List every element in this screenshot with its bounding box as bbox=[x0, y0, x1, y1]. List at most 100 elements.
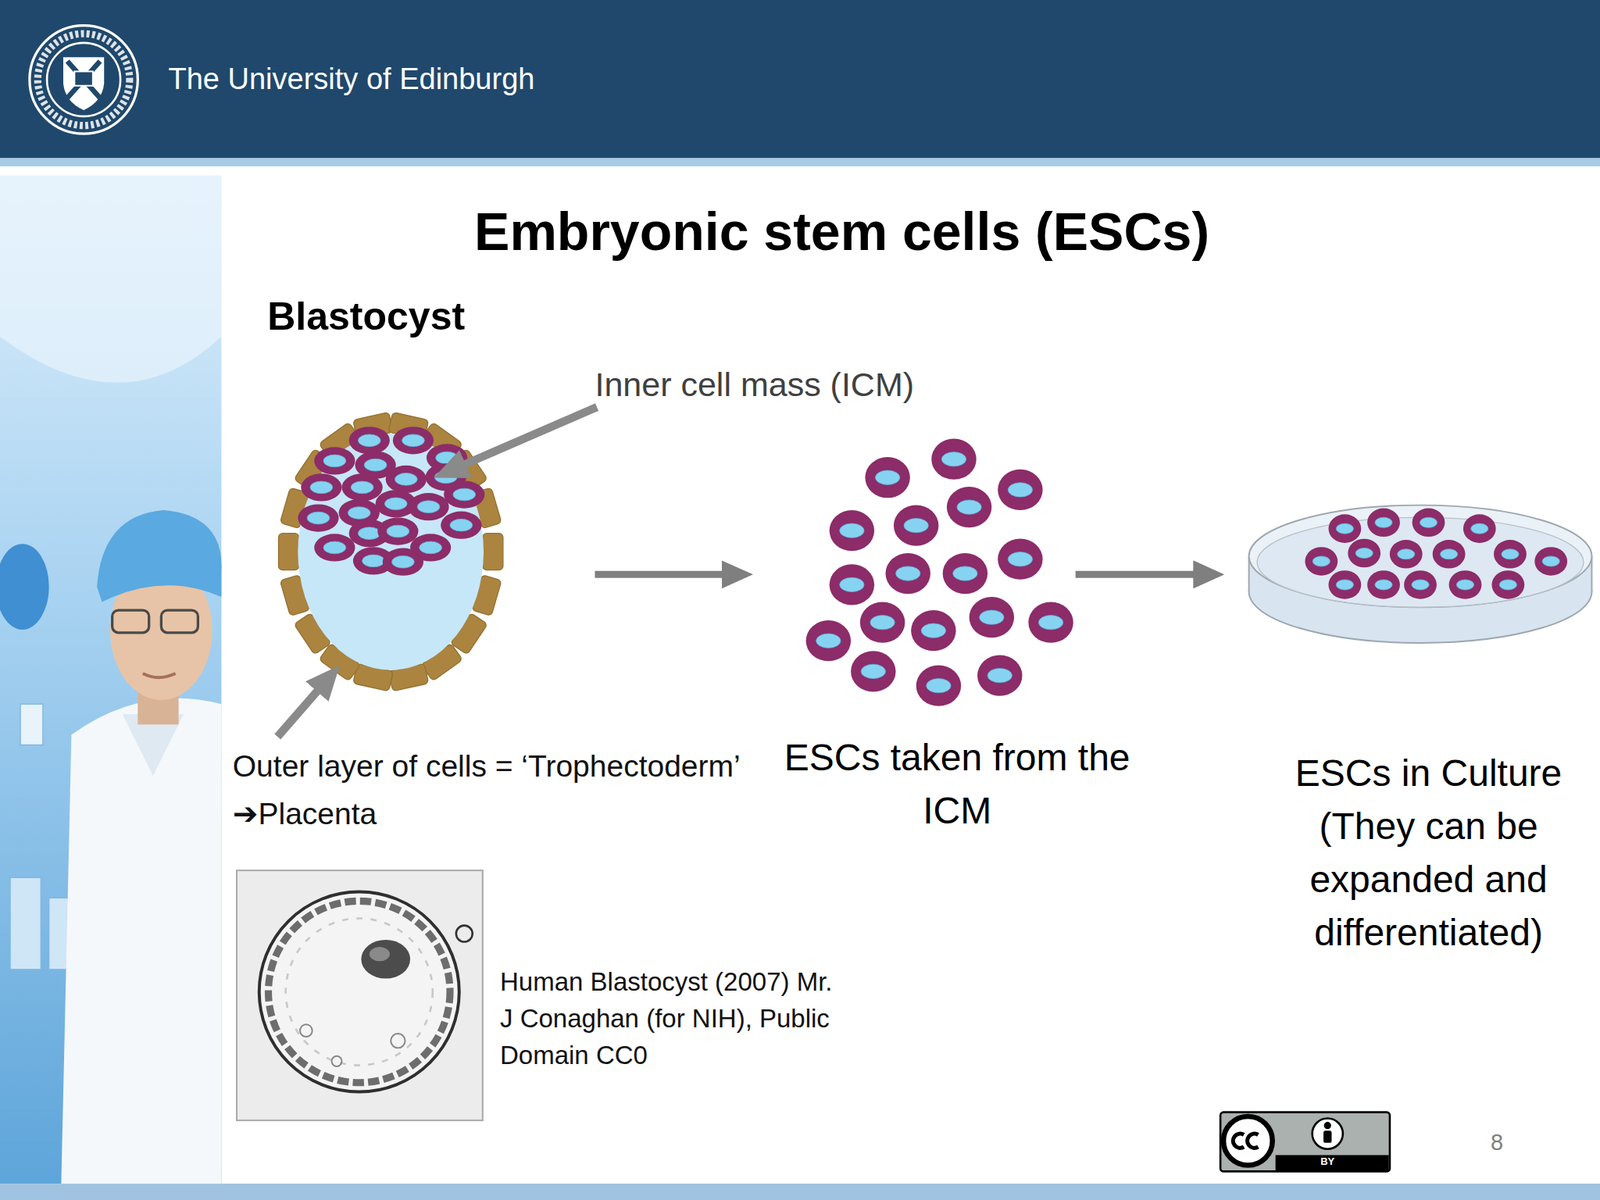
mouth bbox=[142, 673, 176, 678]
license-text: BY bbox=[1310, 1155, 1344, 1168]
cell-nucleus bbox=[1440, 549, 1458, 560]
stem-cell bbox=[392, 427, 434, 455]
university-seal bbox=[29, 25, 138, 134]
stem-cell bbox=[385, 465, 427, 493]
gloved-hand bbox=[0, 543, 50, 630]
cell-nucleus bbox=[1471, 523, 1489, 534]
stem-cell bbox=[910, 610, 956, 651]
stem-cell bbox=[829, 564, 875, 605]
trophectoderm-cell bbox=[482, 533, 504, 571]
stem-cell bbox=[443, 481, 485, 509]
stem-cell bbox=[885, 553, 931, 594]
stem-cell bbox=[850, 650, 896, 692]
seal-ring bbox=[29, 25, 138, 134]
by-person-body bbox=[1323, 1130, 1332, 1143]
seal-shield bbox=[63, 57, 104, 111]
speckle bbox=[300, 1024, 313, 1037]
cc-mark bbox=[1247, 1133, 1259, 1148]
node-heading: Blastocyst bbox=[267, 292, 574, 340]
stem-cell bbox=[1328, 514, 1362, 543]
cell-nucleus bbox=[896, 566, 921, 581]
trophectoderm-texture bbox=[268, 900, 450, 1083]
stem-cell bbox=[1305, 546, 1339, 576]
stem-cell bbox=[407, 492, 449, 521]
cell-nucleus bbox=[860, 664, 886, 679]
zona-pellucida bbox=[259, 892, 460, 1093]
cell-nucleus bbox=[417, 500, 440, 514]
trophectoderm-leader-arrow bbox=[277, 686, 322, 737]
cell-nucleus bbox=[434, 471, 458, 484]
header-bar bbox=[0, 0, 1600, 158]
blastocoel-cavity bbox=[297, 433, 484, 671]
node-shape bbox=[273, 407, 508, 696]
stem-cell bbox=[1449, 570, 1483, 600]
cell-nucleus bbox=[942, 452, 967, 467]
petri-dish: ESCs in Culture (They can be expanded an… bbox=[1246, 503, 1594, 647]
icm-texture bbox=[369, 946, 390, 961]
seal-disc bbox=[46, 42, 121, 117]
image-credit: Human Blastocyst (2007) Mr. J Conaghan (… bbox=[500, 963, 837, 1074]
stem-cell bbox=[1367, 570, 1400, 600]
cell-nucleus bbox=[435, 452, 459, 465]
stem-cell bbox=[1403, 570, 1437, 600]
cell-nucleus bbox=[1375, 517, 1393, 528]
trophectoderm-cell bbox=[278, 533, 300, 571]
cell-nucleus bbox=[816, 633, 841, 648]
cell-nucleus bbox=[364, 459, 387, 472]
cell-nucleus bbox=[394, 473, 418, 486]
cell-nucleus bbox=[1007, 482, 1033, 497]
flow-arrow bbox=[1075, 571, 1204, 579]
cell-nucleus bbox=[921, 623, 946, 638]
cell-nucleus bbox=[357, 527, 381, 540]
icm-leader-arrow bbox=[460, 407, 597, 467]
esc-cluster: ESCs taken from the ICM bbox=[803, 436, 1075, 711]
cell-nucleus bbox=[323, 542, 347, 555]
cell-nucleus bbox=[1335, 523, 1354, 534]
stem-cell bbox=[1492, 570, 1525, 600]
stem-cell bbox=[297, 504, 339, 533]
slide-title: Embryonic stem cells (ESCs) bbox=[331, 200, 1352, 263]
cell-nucleus bbox=[870, 615, 895, 630]
node-caption: ESCs in Culture (They can be expanded an… bbox=[1260, 746, 1597, 960]
footer-rule bbox=[0, 1183, 1600, 1200]
cell-nucleus bbox=[310, 481, 333, 494]
zona-bubble bbox=[456, 925, 473, 943]
node-shape bbox=[803, 436, 1075, 711]
cell-nucleus bbox=[1499, 579, 1517, 590]
cell-nucleus bbox=[1419, 517, 1437, 528]
stem-cell bbox=[865, 457, 911, 498]
cc-mark bbox=[1232, 1133, 1244, 1148]
lab-bottle bbox=[10, 877, 41, 970]
stem-cell bbox=[806, 620, 851, 661]
header-rule bbox=[0, 157, 1600, 166]
cell-nucleus bbox=[1312, 556, 1330, 567]
glasses bbox=[112, 610, 150, 633]
stem-cell bbox=[969, 596, 1015, 638]
cell-nucleus bbox=[323, 455, 347, 468]
stem-cell bbox=[1389, 539, 1423, 569]
icm-blob bbox=[360, 939, 411, 979]
cavity-texture bbox=[285, 918, 433, 1066]
cell-nucleus bbox=[392, 556, 415, 569]
cell-nucleus bbox=[362, 555, 386, 568]
cell-nucleus bbox=[953, 566, 978, 581]
cell-nucleus bbox=[903, 518, 929, 533]
cell-nucleus bbox=[419, 542, 443, 555]
cell-nucleus bbox=[350, 481, 374, 494]
cell-nucleus bbox=[307, 512, 330, 525]
cell-nucleus bbox=[839, 523, 865, 538]
cc-by-badge bbox=[1220, 1112, 1390, 1172]
glasses bbox=[160, 610, 198, 633]
dish-rim bbox=[1249, 505, 1593, 608]
stem-cell bbox=[1412, 507, 1446, 537]
cell-nucleus bbox=[450, 519, 473, 533]
stem-cell bbox=[1493, 539, 1527, 569]
light-flare bbox=[0, 175, 222, 383]
scientist-photo bbox=[0, 175, 222, 1184]
flow-arrow bbox=[594, 571, 731, 579]
cell-nucleus bbox=[875, 470, 900, 485]
stem-cell bbox=[377, 517, 418, 546]
stem-cell bbox=[977, 655, 1022, 697]
stem-cell bbox=[382, 548, 424, 576]
stem-cell bbox=[893, 505, 939, 547]
